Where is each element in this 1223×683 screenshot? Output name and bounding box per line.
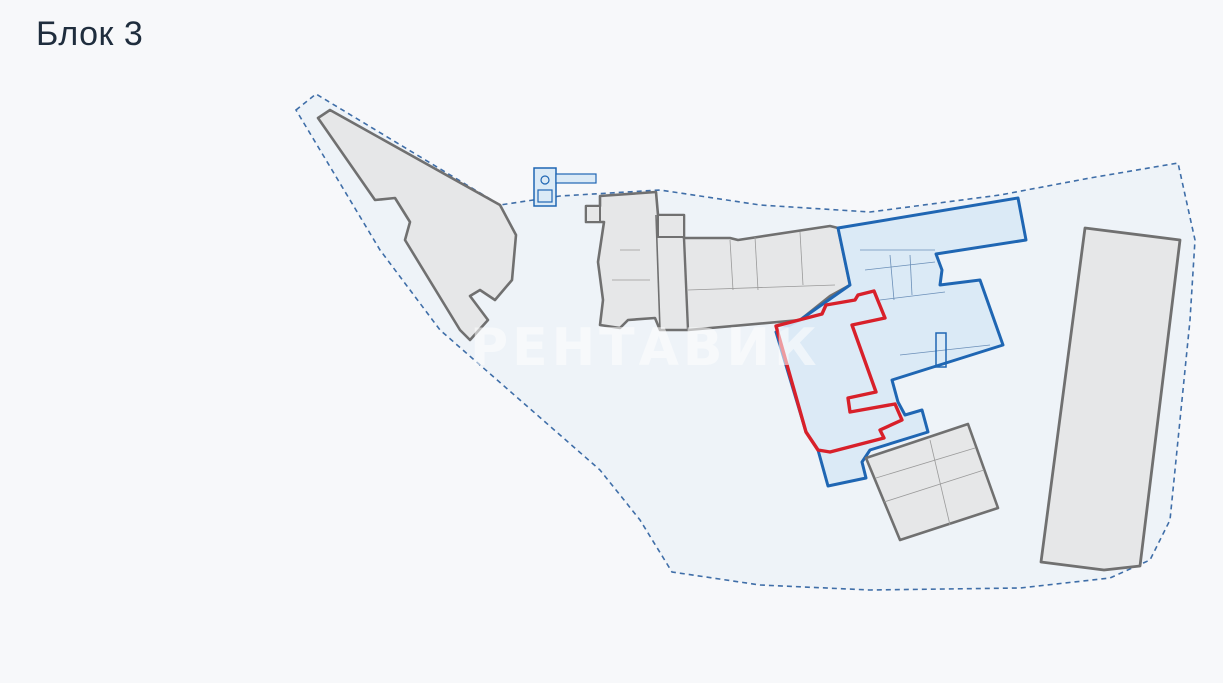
small-room: [585, 205, 601, 223]
page-title: Блок 3: [36, 15, 144, 53]
building-west[interactable]: [316, 108, 518, 342]
selected-unit[interactable]: [774, 289, 904, 454]
block-3-partitions: [860, 249, 991, 356]
southeast-partitions: [875, 439, 985, 526]
kiosk-structure: [533, 167, 597, 207]
wall-line: [682, 237, 690, 331]
column-marker: [935, 332, 947, 368]
wall-line: [655, 214, 661, 331]
interior-partitions: [612, 231, 836, 291]
small-room: [657, 214, 685, 238]
building-east[interactable]: [1039, 226, 1182, 572]
building-southeast[interactable]: [864, 422, 1000, 542]
